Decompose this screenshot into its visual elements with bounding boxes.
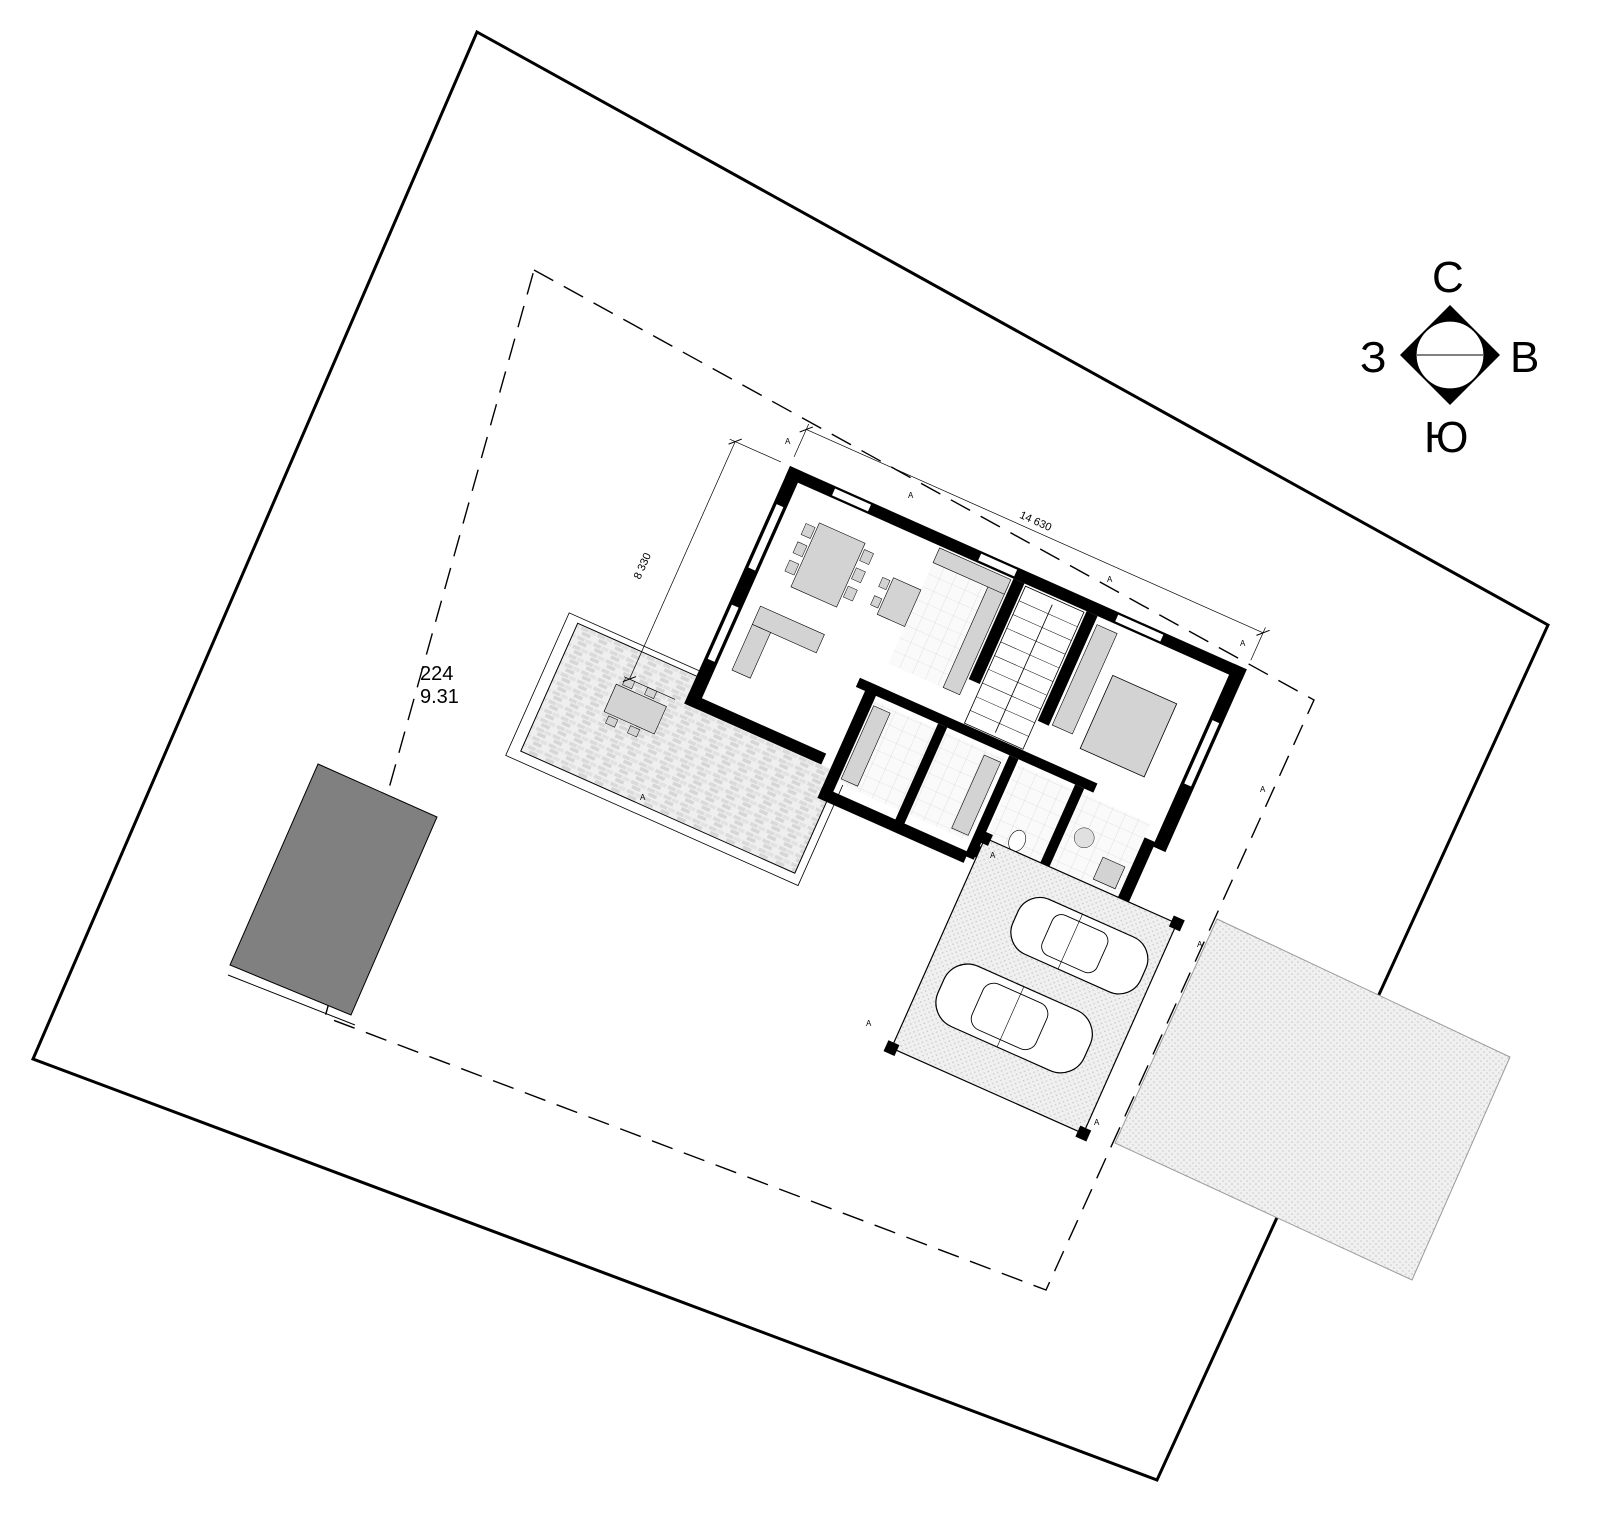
plot-area: 9.31 [420,686,459,708]
wall-south-left [684,692,827,765]
compass-south: Ю [1424,413,1468,462]
wall-stair-bed [1037,611,1098,726]
wardrobe [1051,624,1118,735]
wall-bath-3 [964,755,1019,860]
carport-post-3 [883,1040,900,1057]
section-marker-2: A [908,491,914,500]
dining-table [784,522,874,608]
compass-rose: С В Ю З [1360,253,1539,462]
section-marker-3: A [1107,575,1113,584]
house: 14 630 [505,423,1270,919]
window-n3 [1114,613,1165,643]
window-n2 [977,552,1018,578]
existing-building-edge [227,974,356,1026]
bath-counter-2 [951,754,1002,836]
compass-north: С [1432,253,1464,302]
carport [883,830,1185,1142]
wall-laundry [1034,784,1085,880]
compass-west: З [1360,333,1387,382]
section-marker-8: A [1094,1118,1100,1127]
driveway [1114,918,1511,1281]
bath-counter-1 [840,705,891,787]
wall-south-mid [817,786,969,863]
section-marker-9: A [866,1019,872,1028]
section-marker-7: A [1197,940,1203,949]
window-n1 [831,487,872,513]
window-w2 [706,603,740,663]
existing-building [229,763,438,1016]
section-marker-1: A [785,437,791,446]
staircase [963,585,1085,750]
plot-number: 224 [420,663,453,685]
window-e1 [1183,719,1221,788]
washer [1092,856,1126,890]
kitchen-counter-top [932,547,1012,595]
car-2 [935,963,1093,1074]
wall-bath-2 [893,723,948,829]
section-marker-5: A [640,793,646,802]
carport-post-4 [1075,1125,1092,1142]
dimension-width-label: 8 330 [632,551,654,581]
carport-post-2 [1168,915,1185,932]
sofa [731,605,825,679]
compass-east: В [1510,333,1539,382]
section-marker-10: A [1260,785,1266,794]
wall-east-low [1112,837,1156,916]
dimension-length-label: 14 630 [1018,509,1054,534]
section-marker-4: A [1240,639,1246,648]
carport-floor [890,837,1178,1135]
wall-bath-1 [820,681,881,797]
bed [1079,674,1178,778]
wall-kitchen-stair [968,578,1025,685]
dimension-width [622,438,782,700]
car-1 [1010,896,1149,995]
kitchen-floor [888,553,1011,696]
shower [1074,827,1095,849]
kitchen-table [870,577,922,627]
section-marker-6: A [990,851,996,860]
window-w1 [747,503,785,572]
wall-corridor-n [855,677,1098,793]
building-setback-line [324,268,1315,1291]
plot-boundary [30,29,1550,1482]
carport-post-1 [977,830,993,846]
wc-floor [981,764,1074,872]
